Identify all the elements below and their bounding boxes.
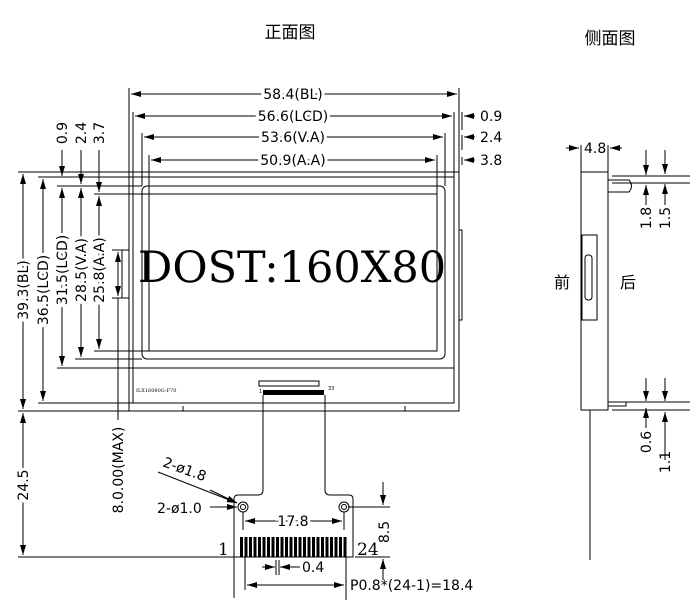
tail-pin-1-label: 1 xyxy=(218,540,229,560)
tail-pin xyxy=(307,537,311,557)
display-text: DOST:160X80 xyxy=(138,243,446,293)
tail-pin xyxy=(271,537,275,557)
dim-24-5: 24.5 xyxy=(16,469,32,500)
tail-pin xyxy=(253,537,257,557)
tail-pins xyxy=(240,537,347,557)
tail-pin xyxy=(258,537,261,557)
side-dim-1-8: 1.8 xyxy=(639,207,655,229)
tail-pin xyxy=(249,537,252,557)
side-view: 4.8 1.8 1.5 0.6 1.1 前 后 xyxy=(554,141,690,560)
dim-25-8: 25.8(A.A) xyxy=(92,237,108,302)
dim-3-7-top: 3.7 xyxy=(92,122,108,144)
dim-8-max: 8.0.00(MAX) xyxy=(111,427,127,514)
tail-pin xyxy=(321,537,324,557)
front-label: 前 xyxy=(554,273,570,292)
dim-58-4: 58.4(BL) xyxy=(263,87,323,103)
dim-53-6: 53.6(V.A) xyxy=(261,130,325,146)
dim-50-9: 50.9(A.A) xyxy=(260,153,325,169)
dim-0-4: 0.4 xyxy=(302,560,324,576)
front-view: ILX16080G-F70 33 1 DOST:160X80 58.4(BL) … xyxy=(13,84,502,600)
dim-56-6: 56.6(LCD) xyxy=(258,109,328,125)
tail-pin xyxy=(289,537,293,557)
tail-pin xyxy=(267,537,270,557)
dim-0-9-right: 0.9 xyxy=(480,109,502,125)
tail-pin xyxy=(280,537,284,557)
tail-pin xyxy=(262,537,266,557)
tail-pin xyxy=(303,537,306,557)
tail-pin xyxy=(298,537,302,557)
back-label: 后 xyxy=(620,273,636,292)
tail-pin xyxy=(339,537,342,557)
tail-pin xyxy=(316,537,320,557)
tail-pin-24-label: 24 xyxy=(357,540,379,560)
dim-pitch: P0.8*(24-1)=18.4 xyxy=(350,578,473,594)
tail-pin xyxy=(276,537,279,557)
side-dim-4-8: 4.8 xyxy=(584,141,606,157)
dim-8-5: 8.5 xyxy=(377,521,393,543)
side-dim-0-6: 0.6 xyxy=(639,431,655,453)
side-view-title: 侧面图 xyxy=(585,29,636,49)
side-dim-1-1: 1.1 xyxy=(658,451,674,473)
tail-pin xyxy=(240,537,243,557)
dim-28-5: 28.5(V.A) xyxy=(74,238,90,302)
dim-0-9-top: 0.9 xyxy=(55,122,71,144)
tail-pin xyxy=(343,537,347,557)
hole-1-8-label: 2-ø1.8 xyxy=(161,455,209,485)
dim-36-5: 36.5(LCD) xyxy=(36,255,52,325)
pin-33-label: 33 xyxy=(328,386,334,392)
dim-3-8-right: 3.8 xyxy=(480,153,502,169)
tail-pin xyxy=(312,537,315,557)
side-dim-1-5: 1.5 xyxy=(658,207,674,229)
tail-pin xyxy=(244,537,248,557)
front-view-title: 正面图 xyxy=(265,23,316,43)
tail-pin xyxy=(334,537,338,557)
dim-39-3: 39.3(BL) xyxy=(16,260,32,320)
pin-1-label: 1 xyxy=(259,389,262,395)
tail-pin xyxy=(294,537,297,557)
dim-2-4-top: 2.4 xyxy=(74,122,90,144)
tail-pin xyxy=(285,537,288,557)
tail-pin xyxy=(330,537,333,557)
dim-17-8: 17.8 xyxy=(277,514,308,530)
part-label: ILX16080G-F70 xyxy=(136,388,176,394)
tail-pin xyxy=(325,537,329,557)
dim-2-4-right: 2.4 xyxy=(480,130,502,146)
hole-1-0-label: 2-ø1.0 xyxy=(157,501,202,517)
dim-31-5: 31.5(LCD) xyxy=(55,235,71,305)
